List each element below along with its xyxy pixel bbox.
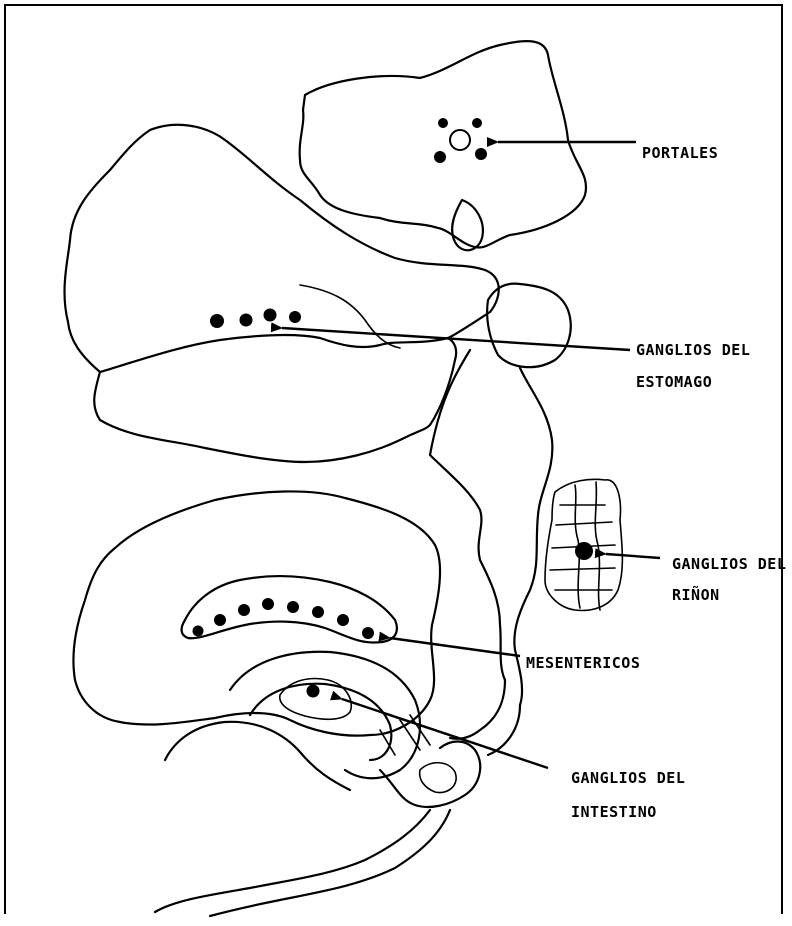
label-rinon-2: RIÑON <box>672 585 720 604</box>
label-estomago-2: ESTOMAGO <box>636 373 712 391</box>
stomach-nodes <box>210 309 301 329</box>
arrow-intestino <box>342 699 548 768</box>
label-rinon-1: GANGLIOS DEL <box>672 555 786 573</box>
intestine-node <box>307 685 320 698</box>
liver-outline <box>300 41 586 247</box>
label-intestino-2: INTESTINO <box>571 803 657 821</box>
arrow-rinon <box>606 554 660 558</box>
portal-nodes <box>434 118 487 163</box>
stomach-outline <box>65 125 499 372</box>
label-intestino-1: GANGLIOS DEL <box>571 769 685 787</box>
rectum-outline-inner <box>210 810 450 916</box>
mesentery-outline <box>73 491 440 735</box>
label-portales: PORTALES <box>642 144 718 162</box>
intestine-coils <box>165 652 520 807</box>
mesenteric-nodes <box>193 598 375 639</box>
stomach-fold <box>300 285 400 348</box>
pylorus-outline <box>487 284 571 368</box>
label-estomago-1: GANGLIOS DEL <box>636 341 750 359</box>
central-duct-left <box>430 350 505 680</box>
label-mesentericos: MESENTERICOS <box>526 654 640 672</box>
gallbladder-outline <box>452 200 483 250</box>
kidney-node <box>575 542 593 560</box>
